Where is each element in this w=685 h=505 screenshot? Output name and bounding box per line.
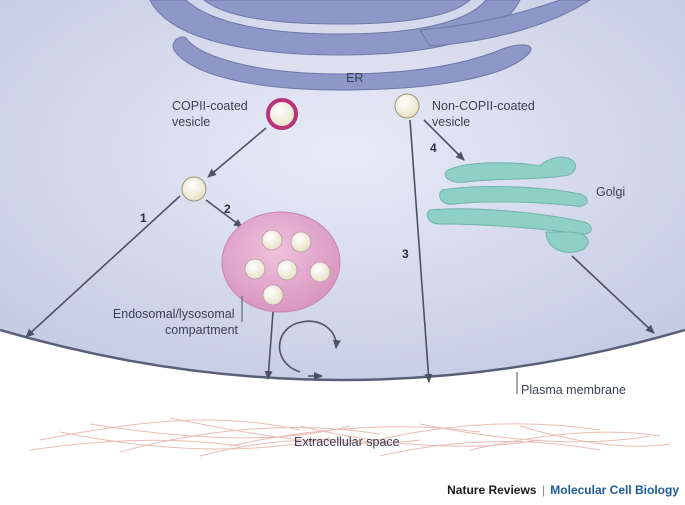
endosome-vesicle [262, 284, 284, 306]
extracellular-fibres [29, 417, 671, 457]
arrow-pathway-3 [409, 119, 433, 383]
arrow-golgi-to-membrane [571, 255, 655, 334]
pathway-number-3: 3 [402, 247, 409, 261]
pathway-arrows [25, 119, 655, 383]
non-copii-vesicle-label: Non-COPII-coated vesicle [432, 99, 538, 129]
endosome-vesicle [244, 258, 266, 280]
er-label: ER [346, 71, 363, 85]
endosomal-label: Endosomal/lysosomal compartment [113, 307, 239, 337]
endosome-vesicle [309, 261, 331, 283]
copii-vesicle-label: COPII-coated vesicle [172, 99, 251, 129]
pathway-number-4: 4 [430, 141, 437, 155]
uncoated-vesicle [181, 176, 207, 202]
extracellular-space-label: Extracellular space [294, 435, 400, 449]
er-cisternae [149, 0, 591, 91]
golgi-apparatus [426, 156, 592, 253]
credit-separator: | [541, 483, 545, 497]
pathway-number-2: 2 [224, 202, 231, 216]
plasma-membrane-label: Plasma membrane [521, 383, 626, 397]
arrow-copii-to-vesicle [207, 127, 267, 178]
endosome-vesicle [261, 229, 283, 251]
arrow-endosome-to-membrane [264, 311, 274, 380]
non-copii-vesicle [394, 93, 420, 119]
cell-interior [0, 0, 685, 380]
arrow-pathway-2 [205, 199, 243, 228]
endosomal-compartment [221, 211, 341, 313]
credit-journal: Molecular Cell Biology [550, 483, 679, 497]
figure-credit: Nature Reviews | Molecular Cell Biology [447, 483, 679, 497]
golgi-label: Golgi [596, 185, 625, 199]
pathway-number-1: 1 [140, 211, 147, 225]
endosome-vesicle [276, 259, 298, 281]
plasma-membrane [0, 328, 685, 382]
arrow-pathway-4 [423, 119, 465, 161]
credit-publisher: Nature Reviews [447, 483, 537, 497]
copii-coated-vesicle [266, 98, 298, 130]
recycling-loop-arrow [278, 320, 341, 373]
arrow-pathway-1 [25, 195, 181, 338]
endosome-vesicle [290, 231, 312, 253]
